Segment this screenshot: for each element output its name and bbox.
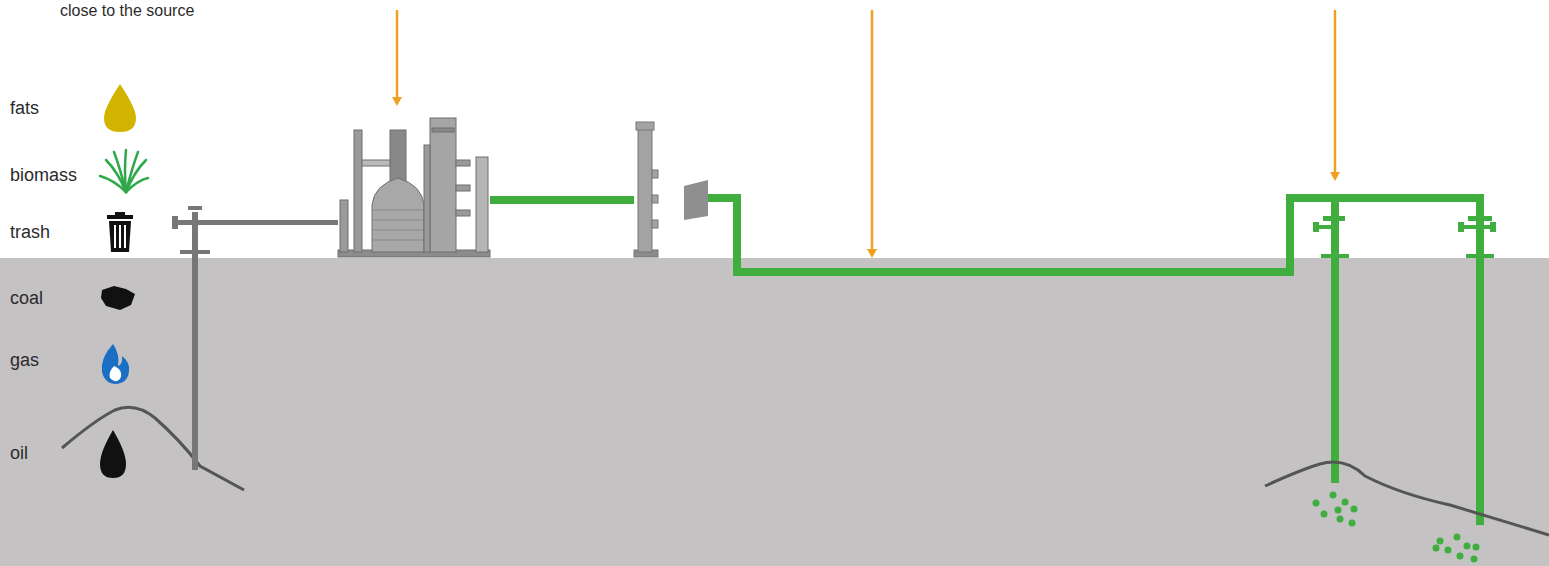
conversion-plant	[338, 118, 490, 257]
source-label: oil	[10, 443, 28, 464]
source-label: gas	[10, 350, 39, 371]
fats-drop-icon	[104, 84, 136, 132]
source-label: coal	[10, 288, 43, 309]
note-text: close to the source	[60, 2, 194, 20]
source-label: trash	[10, 222, 50, 243]
oil-drop-icon	[100, 430, 126, 478]
source-label: fats	[10, 98, 39, 119]
trash-can-icon	[107, 212, 133, 252]
coal-lump-icon	[101, 286, 135, 310]
ground	[0, 258, 1549, 566]
biomass-grass-icon	[100, 150, 148, 192]
source-label: biomass	[10, 165, 77, 186]
storage-layer	[1265, 462, 1549, 535]
source-well	[172, 206, 338, 470]
pointer-arrows	[392, 10, 1340, 258]
separator-column	[634, 122, 658, 257]
reservoir-layer	[62, 407, 244, 490]
gas-flame-icon	[102, 344, 129, 384]
injected-gas-dots	[1313, 492, 1480, 563]
compressor	[684, 180, 708, 220]
injection-wellheads	[1313, 216, 1496, 258]
